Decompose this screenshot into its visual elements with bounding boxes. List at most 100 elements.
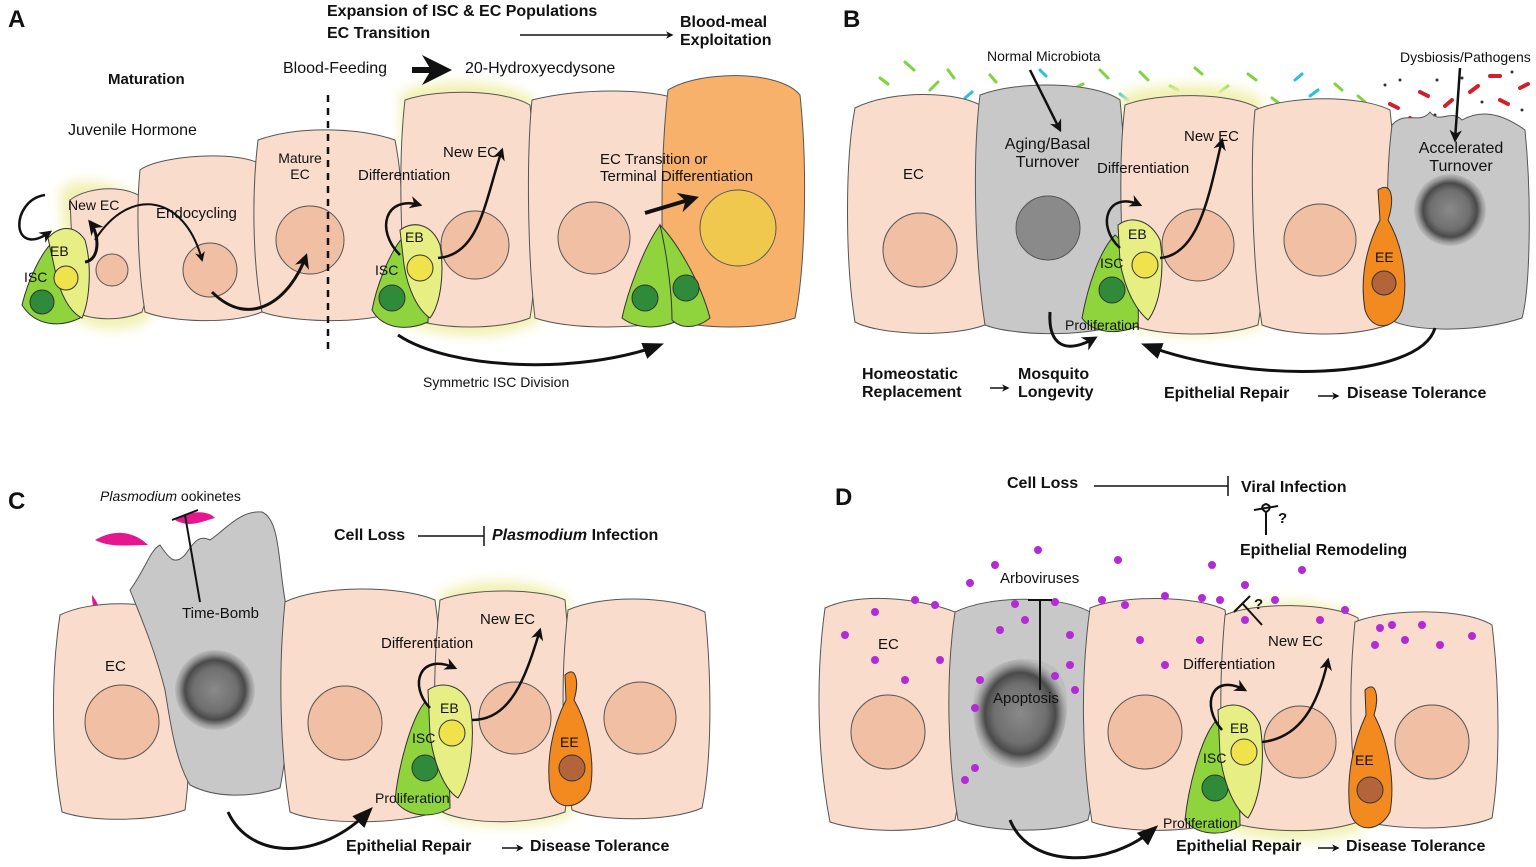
remodeling-inhibition-top — [1261, 502, 1271, 535]
panel-a — [18, 31, 806, 367]
endocycling-nucleus — [182, 242, 238, 298]
ec-nucleus-a — [557, 201, 631, 275]
new-ec-nucleus-c — [478, 681, 552, 755]
symmetric-arrow — [397, 333, 664, 367]
apoptosis-label: Apoptosis — [993, 690, 1059, 707]
new-ec-label-c: New EC — [480, 611, 536, 628]
isc-label-c: ISC — [412, 730, 436, 746]
proliferation-label-d: Proliferation — [1163, 815, 1238, 831]
ee-nucleus-d — [1356, 776, 1384, 804]
longevity-label: Mosquito Longevity — [1018, 366, 1094, 402]
panel-letter-a: A — [8, 6, 26, 33]
new-ec-label-a-right: New EC — [443, 144, 499, 161]
isc-pair-left-nucleus — [631, 284, 659, 312]
new-ec-nucleus-d — [1263, 705, 1337, 779]
microbiota-arrow — [1028, 69, 1062, 133]
isc-label-a-right: ISC — [375, 262, 399, 278]
symmetric-division-label: Symmetric ISC Division — [423, 374, 570, 390]
panel-letter-c: C — [8, 488, 26, 515]
isc-nucleus-b — [1098, 276, 1126, 304]
ec-nucleus-b — [882, 212, 958, 288]
proliferation-label-b: Proliferation — [1065, 317, 1140, 333]
eb-nucleus-left — [53, 265, 79, 291]
time-bomb-nucleus — [175, 650, 255, 730]
panel-d — [818, 476, 1499, 860]
differentiation-arrow-c — [417, 658, 458, 709]
differentiation-arrow-d — [1209, 679, 1248, 731]
eb-nucleus-b — [1131, 251, 1159, 279]
panel-b — [847, 60, 1530, 400]
panel-c — [52, 509, 711, 852]
aging-label: Aging/Basal Turnover — [1004, 136, 1091, 172]
ec-nucleus-d3 — [1394, 704, 1470, 780]
ee-cell-b — [1362, 187, 1406, 327]
arboviruses-label: Arboviruses — [1000, 570, 1080, 587]
isc-nucleus-right — [378, 284, 406, 312]
ec-label-c: EC — [105, 658, 126, 675]
pathogens-arrow — [1449, 67, 1462, 143]
eb-label-a-right: EB — [405, 229, 424, 245]
dysbiosis-label: Dysbiosis/Pathogens — [1400, 49, 1531, 65]
panel-letter-d: D — [835, 484, 853, 511]
differentiation-label-c: Differentiation — [381, 635, 474, 652]
tolerance-label-d: Disease Tolerance — [1346, 838, 1486, 855]
blood-feeding-label: Blood-Feeding — [283, 60, 388, 77]
ec-label-b: EC — [903, 166, 924, 183]
ec-nucleus-d2 — [1107, 694, 1183, 770]
eb-nucleus-right — [406, 254, 434, 282]
new-ec-nucleus-right — [440, 210, 510, 280]
ec-nucleus-c3 — [603, 681, 677, 755]
eb-label-d: EB — [1230, 720, 1249, 736]
accelerated-nucleus — [1414, 174, 1486, 246]
ec-label-d: EC — [878, 636, 899, 653]
viral-infection-label: Viral Infection — [1241, 479, 1347, 496]
time-bomb-inhibition-bar — [171, 509, 199, 521]
remodeling-inhibition-top-bar — [1253, 505, 1279, 511]
eb-label-a-left: EB — [50, 243, 69, 259]
question-mark-mid: ? — [1254, 596, 1264, 613]
plasmodium-infection-label: Plasmodium Infection — [492, 527, 658, 545]
mature-ec-nucleus — [275, 205, 345, 275]
ookinetes-genus: Plasmodium — [100, 488, 178, 504]
time-bomb-inhibition — [184, 514, 201, 603]
ec-transition-terminal-label: EC Transition or Terminal Differentiatio… — [600, 151, 754, 186]
exploitation-label: Blood-meal Exploitation — [680, 14, 772, 50]
remodeling-inhibition-mid-bar — [1233, 595, 1251, 613]
ec-nucleus-c — [84, 684, 160, 760]
question-mark-top: ? — [1278, 510, 1288, 527]
eb-label-b: EB — [1128, 226, 1147, 242]
cell-loss-label-d: Cell Loss — [1007, 475, 1079, 492]
ec-nucleus-c2 — [307, 685, 383, 761]
accelerated-label: Accelerated Turnover — [1418, 140, 1504, 176]
new-ec-arrow-c — [471, 627, 544, 722]
new-ec-arrow-left — [18, 193, 53, 243]
eb-nucleus-d — [1230, 738, 1258, 766]
juvenile-ec-nucleus — [95, 253, 129, 287]
apoptotic-nucleus — [972, 659, 1068, 768]
new-ec-label-a-left: New EC — [68, 197, 120, 213]
ee-nucleus-b — [1371, 270, 1397, 296]
ee-label-d: EE — [1355, 752, 1374, 768]
isc-nucleus-c — [411, 754, 439, 782]
differentiation-label-a: Differentiation — [358, 167, 451, 184]
new-ec-arrow-b — [1159, 137, 1226, 260]
juvenile-hormone-label: Juvenile Hormone — [68, 122, 197, 139]
eb-to-new-ec-arrow — [84, 219, 104, 264]
pathogen-dots — [1383, 70, 1524, 127]
endocycling-label: Endocycling — [156, 205, 237, 222]
infection-text: Infection — [587, 527, 659, 544]
differentiation-arrow-b — [1105, 195, 1143, 249]
isc-nucleus-d — [1201, 774, 1229, 802]
proliferation-label-c: Proliferation — [375, 790, 450, 806]
new-ec-label-b: New EC — [1184, 128, 1240, 145]
ec-nucleus-d — [850, 694, 926, 770]
terminal-arrow — [644, 193, 699, 215]
tolerance-label-b: Disease Tolerance — [1347, 385, 1487, 402]
new-ec-nucleus-b — [1161, 208, 1235, 282]
cell-loss-label-c: Cell Loss — [334, 527, 406, 544]
panel-letter-b: B — [843, 6, 861, 33]
differentiation-arrow-a — [384, 196, 423, 256]
proliferation-arrow-b — [1048, 311, 1098, 351]
mature-arrow — [210, 253, 309, 311]
